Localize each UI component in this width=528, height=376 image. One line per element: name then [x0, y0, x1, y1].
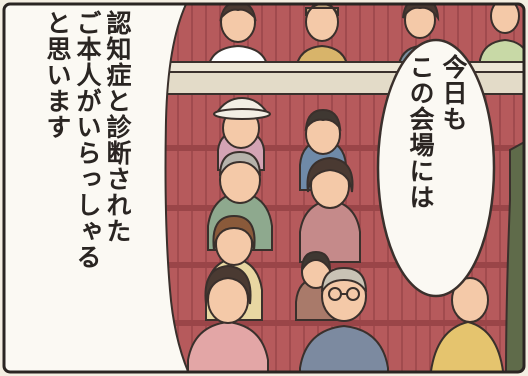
narration-text: 認知症と診断された ご本人がいらっしゃる と思います [42, 10, 132, 270]
narration-line: ご本人がいらっしゃる [73, 10, 102, 270]
speech-line: この会場には [406, 54, 435, 210]
speech-bubble [376, 38, 496, 298]
front-audience [187, 138, 524, 372]
narration-area [4, 4, 192, 372]
narration-line: 認知症と診断された [103, 10, 132, 244]
narration-line: と思います [43, 10, 72, 140]
speech-bubble-text: 今日も この会場には [404, 54, 470, 210]
speech-line: 今日も [439, 54, 468, 132]
